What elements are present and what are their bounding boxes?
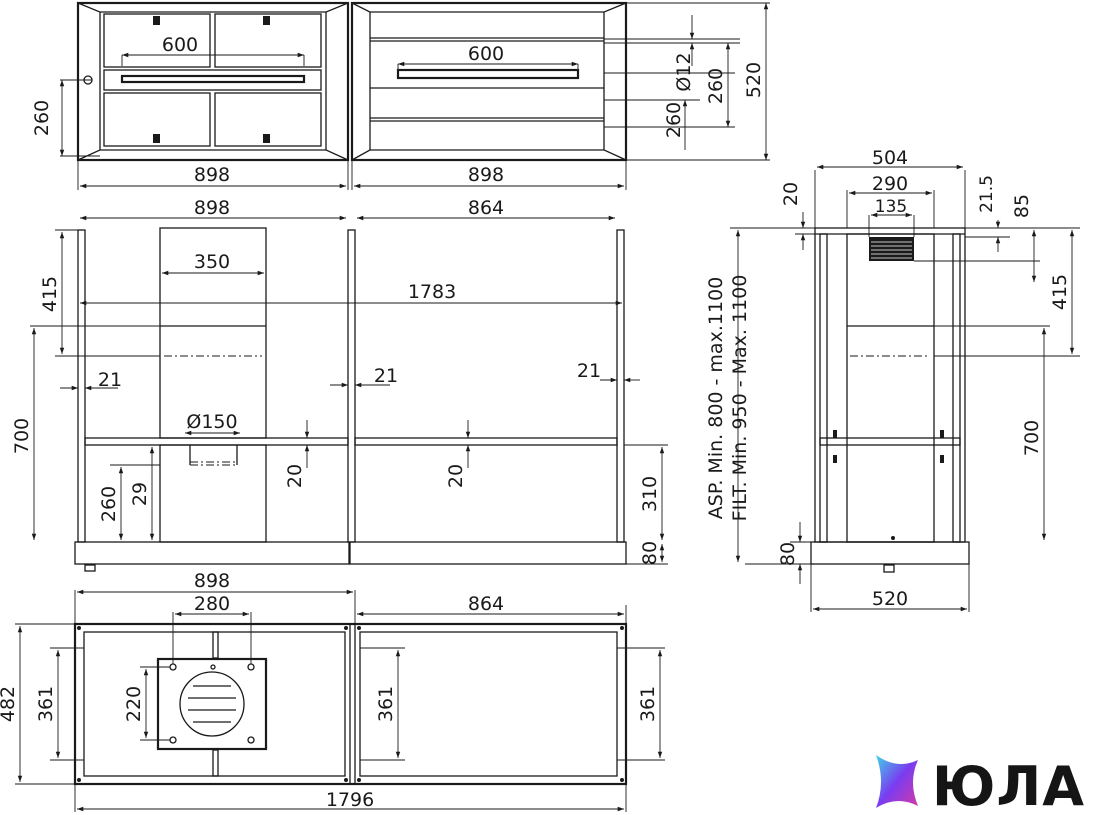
dim-side-outer-width: 504: [872, 147, 908, 169]
side-view: 504 290 135 20 21.5 85 ASP. Min. 800 - m…: [705, 147, 1080, 612]
dim-side-inner-width: 290: [872, 173, 908, 195]
dim-plan-width-left: 898: [194, 570, 230, 592]
plan-view: 898 280 864 482 361 220 361 361 1796: [0, 570, 665, 812]
dim-front-base-height: 80: [639, 541, 661, 565]
dim-plan-depth-right: 361: [637, 686, 659, 722]
dim-plan-plate-height: 220: [123, 686, 145, 722]
dim-top-total-depth: 520: [743, 62, 765, 98]
front-view: 898 864 350 1783 415 700 21 21 21 Ø150 2…: [11, 197, 668, 572]
dim-side-top-thick: 20: [780, 182, 802, 206]
dim-plan-depth-left: 361: [35, 686, 57, 722]
dim-front-shelf-thick-a: 20: [284, 464, 306, 488]
dim-side-filt-label: FILT. Min. 950 - Max. 1100: [729, 275, 751, 522]
yula-logo-text: ЮЛА: [932, 755, 1085, 815]
dim-front-thick-right: 21: [577, 360, 601, 382]
dim-front-thick-left: 21: [98, 369, 122, 391]
dim-top-left-height: 260: [31, 100, 53, 136]
dim-top-hole-diameter: Ø12: [673, 52, 695, 91]
dim-plan-width-right: 864: [468, 593, 504, 615]
top-view-left-unit: [76, 1, 350, 162]
dim-plan-inner-width: 280: [194, 593, 230, 615]
yula-logo-mark-icon: [876, 755, 918, 808]
dim-front-lower-height: 260: [98, 486, 120, 522]
dim-side-depth: 520: [872, 588, 908, 610]
dim-front-thick-mid: 21: [374, 365, 398, 387]
dim-side-asp-label: ASP. Min. 800 - max.1100: [705, 277, 727, 519]
dim-front-width-left: 898: [194, 197, 230, 219]
dim-plan-total-depth: 482: [0, 686, 19, 722]
dim-front-width-right: 864: [468, 197, 504, 219]
dim-plan-total-width: 1796: [326, 789, 374, 811]
dim-top-width-right: 898: [468, 164, 504, 186]
dim-front-shelf-thick-b: 20: [445, 464, 467, 488]
dim-top-width-left: 898: [194, 164, 230, 186]
top-view-right-unit: [350, 1, 628, 162]
dim-side-base-height: 80: [777, 542, 799, 566]
dim-plan-depth-mid: 361: [375, 686, 397, 722]
dim-side-grille-height: 85: [1011, 194, 1033, 218]
dim-top-shelf-left: 600: [162, 34, 198, 56]
dim-front-side-height: 700: [11, 418, 33, 454]
dim-side-gap: 21.5: [977, 175, 997, 213]
dim-side-side-height: 700: [1021, 420, 1043, 456]
dim-top-shelf-right: 600: [468, 43, 504, 65]
dim-front-duct-diameter: Ø150: [186, 411, 237, 433]
dim-side-upper-height: 415: [1049, 274, 1071, 310]
dim-front-lower-offset: 29: [129, 482, 151, 506]
dim-side-duct-width: 135: [875, 197, 907, 217]
yula-logo: ЮЛА: [876, 755, 1085, 815]
dim-front-cabinet-height: 310: [639, 476, 661, 512]
top-view: 600 600 260 Ø12 260 260 520 898 898: [31, 1, 770, 190]
dim-top-right-height-b: 260: [663, 102, 685, 138]
dim-front-total-width: 1783: [408, 281, 456, 303]
dim-top-right-height-a: 260: [705, 68, 727, 104]
dim-front-upper-height: 415: [39, 276, 61, 312]
dim-front-duct-width: 350: [194, 251, 230, 273]
